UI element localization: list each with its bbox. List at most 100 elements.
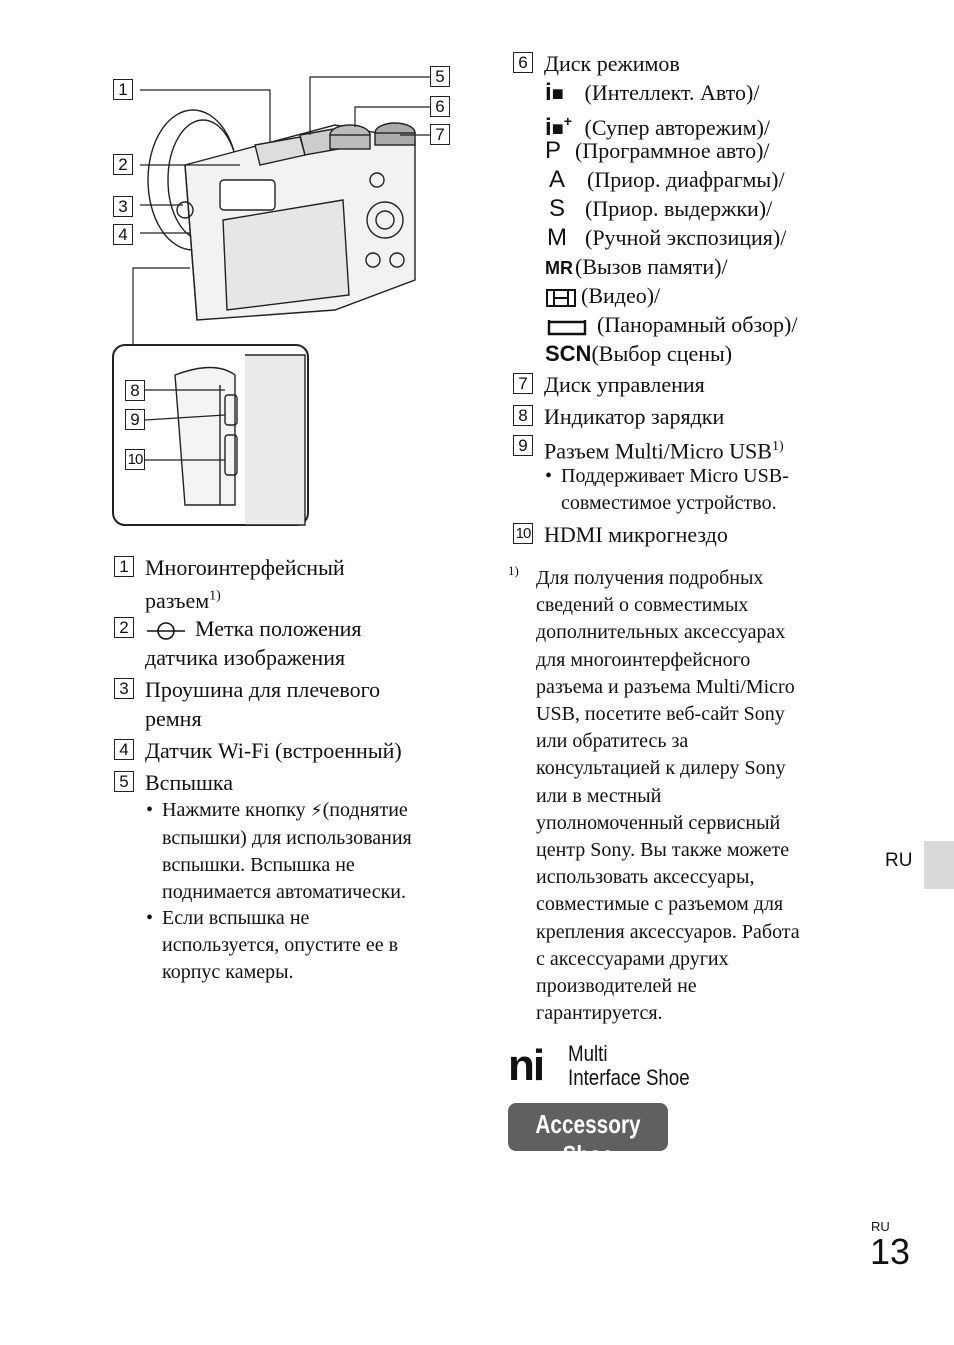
item-number: 9 <box>513 435 533 456</box>
mode-label: (Выбор сцены) <box>591 341 733 366</box>
program-p-icon: P <box>545 137 562 164</box>
mode-memory-recall: MR(Вызов памяти)/ <box>545 252 728 281</box>
item-number: 3 <box>114 678 134 699</box>
bullet-text: вспышки) для использования <box>162 827 412 849</box>
sweep-panorama-icon <box>547 319 587 336</box>
logo-multi: Multi <box>568 1041 608 1066</box>
item-number: 5 <box>114 771 134 792</box>
item-text: Разъем Multi/Micro USB1) <box>544 438 784 464</box>
callout-4: 4 <box>113 224 133 245</box>
bullet-text: вспышки. Вспышка не <box>162 854 355 876</box>
mode-label: (Панорамный обзор)/ <box>597 312 798 337</box>
item-text: HDMI микрогнездо <box>544 522 728 547</box>
footnote-line: USB, посетите веб-сайт Sony <box>536 703 785 726</box>
item-number: 6 <box>513 52 533 73</box>
bullet-text: корпус камеры. <box>162 961 294 983</box>
mode-shutter-priority: S (Приор. выдержки)/ <box>545 194 772 223</box>
callout-2: 2 <box>113 154 133 175</box>
mode-intelligent-auto: i■ (Интеллект. Авто)/ <box>545 78 759 107</box>
bullet-text: Нажмите кнопку <box>162 799 306 821</box>
mode-label: (Видео)/ <box>581 283 661 308</box>
item-text: Вспышка <box>145 770 234 795</box>
mode-sweep-panorama: (Панорамный обзор)/ <box>545 310 797 339</box>
mode-superior-auto: i■+ (Супер авторежим)/ <box>545 107 770 141</box>
mode-manual-exposure: M (Ручной экспозиция)/ <box>545 223 786 252</box>
footnote-line: производителей не <box>536 975 697 998</box>
aperture-a-icon: A <box>549 166 566 193</box>
mode-label: (Интеллект. Авто)/ <box>584 80 760 105</box>
mode-label: (Программное авто)/ <box>575 138 770 163</box>
page-language: RU <box>871 1219 890 1234</box>
multi-interface-shoe-logo: ni Multi Interface Shoe <box>508 1042 728 1092</box>
callout-8: 8 <box>125 380 145 401</box>
footnote-line: или в местный <box>536 784 662 807</box>
footnote-line: дополнительных аксессуарах <box>536 621 786 644</box>
item-number: 7 <box>513 373 533 394</box>
mode-scene-selection: SCN(Выбор сцены) <box>545 339 732 368</box>
callout-9: 9 <box>125 409 145 430</box>
memory-recall-mr-icon: MR <box>545 258 573 278</box>
bullet-text: Поддерживает Micro USB- <box>561 465 789 487</box>
mode-label: (Ручной экспозиция)/ <box>585 225 787 250</box>
intelligent-auto-icon: i■ <box>545 79 564 106</box>
footnote: Для получения подробных сведений о совмес… <box>536 565 866 1027</box>
footnote-line: совместимые с разъемом для <box>536 893 784 916</box>
item-text: ремня <box>145 706 202 731</box>
footnote-line: Для получения подробных <box>536 567 764 589</box>
footnote-line: консультацией к дилеру Sony <box>536 757 786 780</box>
footnote-line: использовать аксессуары, <box>536 866 755 889</box>
footnote-line: или обратитесь за <box>536 730 689 753</box>
manual-m-icon: M <box>547 224 567 251</box>
mode-aperture-priority: A (Приор. диафрагмы)/ <box>545 165 785 194</box>
sensor-position-mark-icon <box>147 622 185 640</box>
footnote-line: крепления аксессуаров. Работа <box>536 920 800 943</box>
language-side-tab <box>924 841 954 889</box>
mode-program-auto: P (Программное авто)/ <box>545 136 770 165</box>
logo-ni: ni <box>508 1041 545 1090</box>
item-text: Датчик Wi-Fi (встроенный) <box>145 738 402 763</box>
footnote-mark: 1) <box>508 563 519 578</box>
mode-label: (Вызов памяти)/ <box>575 254 728 279</box>
item-text: разъем1) <box>145 588 221 614</box>
item-number: 1 <box>114 556 134 577</box>
item-text: Проушина для плечевого <box>145 677 381 702</box>
callout-5: 5 <box>430 66 450 87</box>
item-text: Диск управления <box>544 372 705 397</box>
accessory-shoe-badge: Accessory Shoe <box>508 1103 668 1170</box>
mode-label: (Приор. диафрагмы)/ <box>587 167 785 192</box>
item-text: Многоинтерфейсный <box>145 555 345 580</box>
camera-illustration <box>112 76 430 526</box>
superior-auto-icon: i■+ <box>545 113 572 141</box>
mode-movie: (Видео)/ <box>545 281 660 310</box>
bullet-text: Если вспышка не <box>162 907 310 929</box>
bullet-text: (поднятие <box>322 799 408 821</box>
callout-7: 7 <box>430 124 450 145</box>
mode-label: (Супер авторежим)/ <box>584 115 771 140</box>
footnote-line: разъема и разъема Multi/Micro <box>536 675 795 698</box>
page-number: 13 <box>870 1231 911 1272</box>
footnote-line: сведений о совместимых <box>536 594 749 617</box>
footnote-line: уполномоченный сервисный <box>536 811 781 834</box>
item-number: 4 <box>114 739 134 760</box>
scene-scn-icon: SCN <box>545 341 592 366</box>
footnote-line: центр Sony. Вы также можете <box>536 839 790 862</box>
item-text: датчика изображения <box>145 645 346 670</box>
bullet-text: совместимое устройство. <box>561 492 777 514</box>
item-text: Метка положения <box>195 616 362 641</box>
language-side-label: RU <box>885 850 913 871</box>
bullet-text: поднимается автоматически. <box>162 881 407 903</box>
item-text: Диск режимов <box>544 51 680 76</box>
mode-label: (Приор. выдержки)/ <box>585 196 773 221</box>
shutter-s-icon: S <box>549 195 566 222</box>
bullet-text: используется, опустите ее в <box>162 934 399 956</box>
callout-6: 6 <box>430 96 450 117</box>
item-number: 2 <box>114 617 134 638</box>
footnote-line: для многоинтерфейсного <box>536 648 751 671</box>
accessory-shoe-label: Accessory Shoe <box>535 1109 641 1170</box>
footnote-line: гарантируется. <box>536 1002 663 1025</box>
callout-3: 3 <box>113 196 133 217</box>
item-number: 8 <box>513 405 533 426</box>
footnote-line: с аксессуарами других <box>536 947 729 970</box>
movie-icon <box>546 288 576 307</box>
callout-10: 10 <box>125 449 145 470</box>
